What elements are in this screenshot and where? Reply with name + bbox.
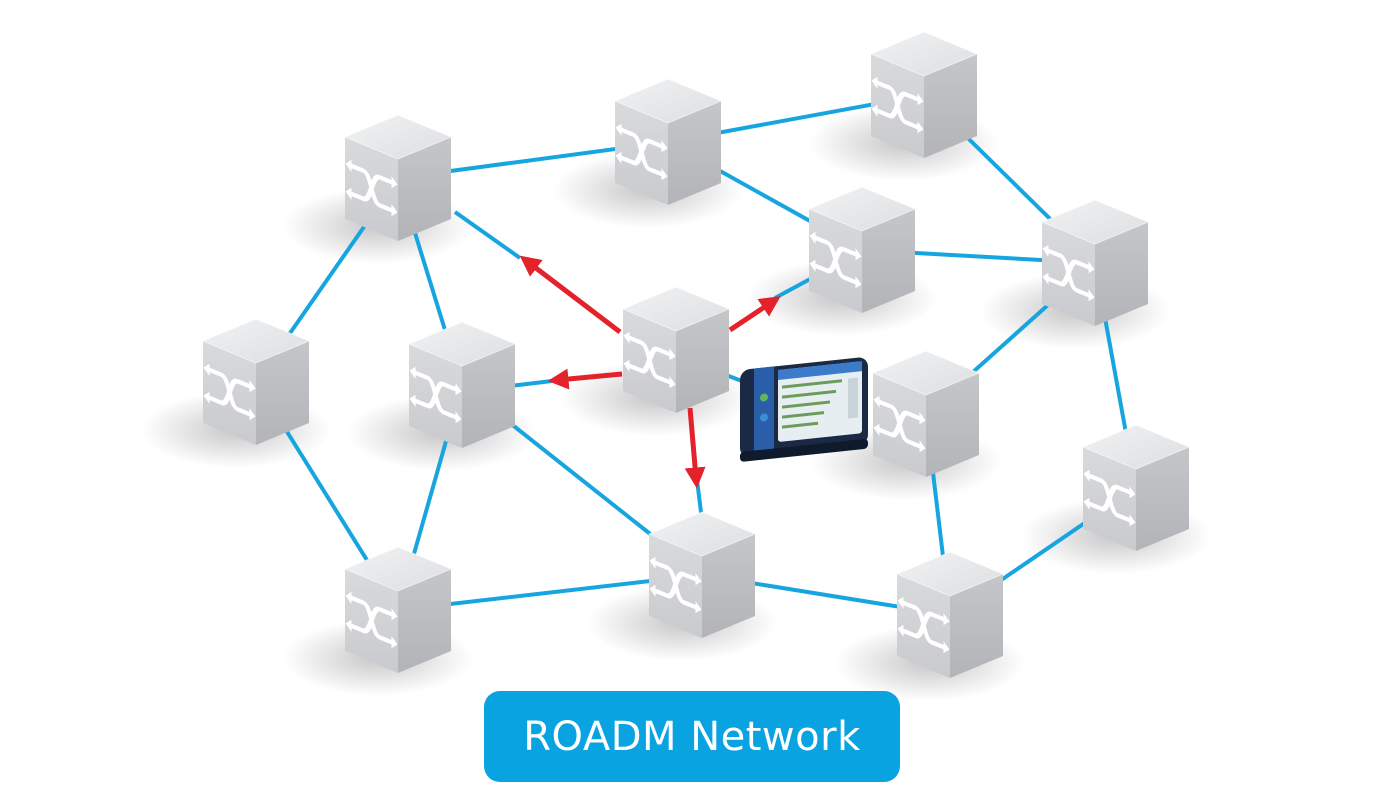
cube-right-face xyxy=(256,341,309,445)
fiber-link xyxy=(453,210,522,260)
cube-right-face xyxy=(926,373,979,477)
test-instrument xyxy=(740,357,868,462)
cube-right-face xyxy=(862,209,915,313)
signal-arrows xyxy=(519,255,781,489)
cube-right-face xyxy=(676,309,729,413)
signal-arrow xyxy=(684,407,706,489)
roadm-switch-icon xyxy=(649,556,702,614)
roadm-switch-icon xyxy=(809,231,862,289)
roadm-switch-icon xyxy=(615,123,668,181)
fiber-link xyxy=(774,276,813,300)
cube-right-face xyxy=(398,137,451,241)
cube-right-face xyxy=(462,344,515,448)
roadm-node[interactable] xyxy=(613,78,723,205)
roadm-switch-icon xyxy=(409,366,462,424)
cube-right-face xyxy=(950,574,1003,678)
roadm-node[interactable] xyxy=(895,551,1005,678)
roadm-node[interactable] xyxy=(407,321,517,448)
cube-right-face xyxy=(668,101,721,205)
roadm-switch-icon xyxy=(345,159,398,217)
fiber-link xyxy=(509,379,553,388)
roadm-node[interactable] xyxy=(869,31,979,158)
signal-arrow xyxy=(547,368,623,390)
roadm-node[interactable] xyxy=(871,350,981,477)
signal-arrow xyxy=(519,255,622,334)
roadm-switch-icon xyxy=(203,363,256,421)
cube-right-face xyxy=(1136,447,1189,551)
cube-right-face xyxy=(924,54,977,158)
network-title: ROADM Network xyxy=(523,713,861,760)
roadm-switch-icon xyxy=(873,395,926,453)
test-instrument-icon[interactable] xyxy=(740,357,868,462)
roadm-switch-icon xyxy=(1083,469,1136,527)
cube-right-face xyxy=(398,569,451,673)
roadm-node[interactable] xyxy=(647,511,757,638)
roadm-node[interactable] xyxy=(343,546,453,673)
roadm-switch-icon xyxy=(897,596,950,654)
cube-right-face xyxy=(1095,222,1148,326)
roadm-node[interactable] xyxy=(343,114,453,241)
roadm-node[interactable] xyxy=(621,286,731,413)
roadm-node[interactable] xyxy=(1040,199,1150,326)
signal-arrow xyxy=(728,296,781,333)
roadm-switch-icon xyxy=(345,591,398,649)
cube-right-face xyxy=(702,534,755,638)
network-title-badge: ROADM Network xyxy=(484,691,900,782)
roadm-node[interactable] xyxy=(201,318,311,445)
roadm-switch-icon xyxy=(1042,244,1095,302)
roadm-switch-icon xyxy=(623,331,676,389)
roadm-switch-icon xyxy=(871,76,924,134)
roadm-node[interactable] xyxy=(807,186,917,313)
network-nodes xyxy=(201,31,1191,678)
roadm-node[interactable] xyxy=(1081,424,1191,551)
